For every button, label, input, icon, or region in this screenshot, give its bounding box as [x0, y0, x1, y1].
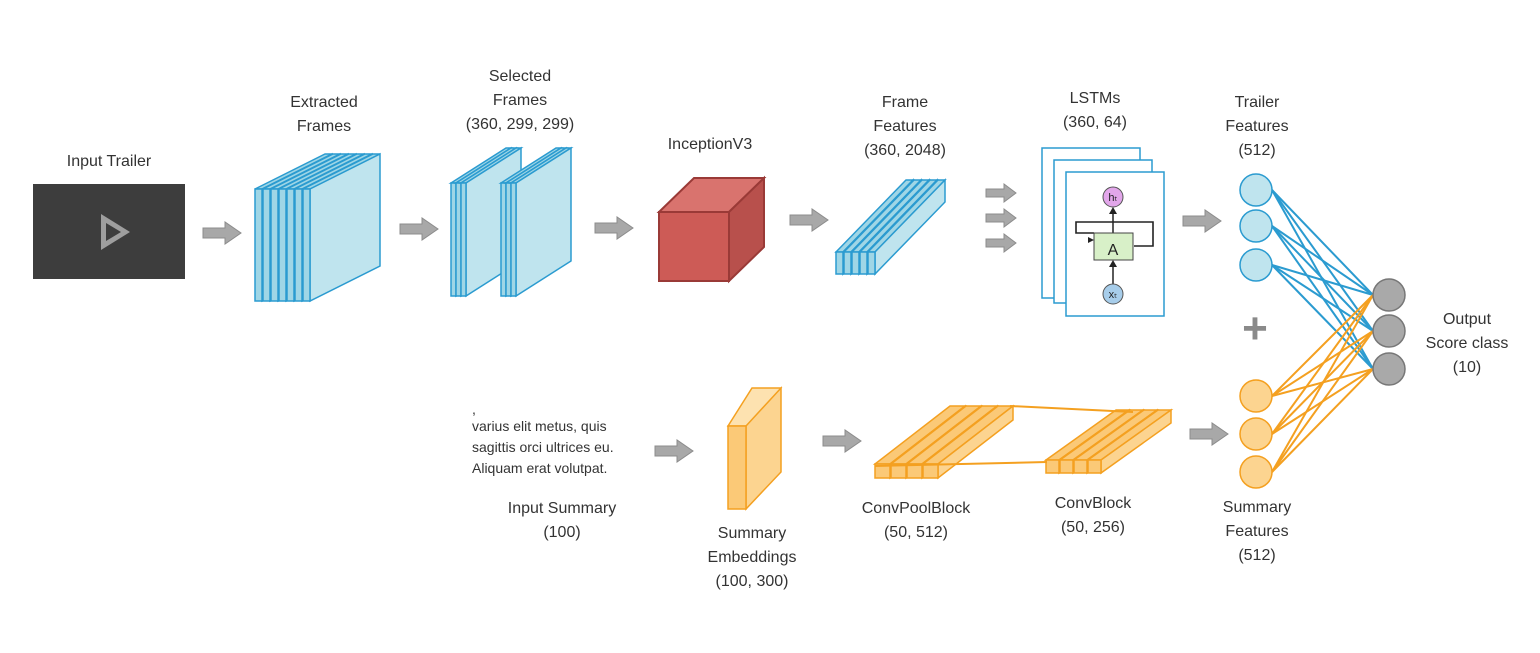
- trailer-feature-nodes: [1239, 173, 1273, 282]
- combine-symbol: +: [1242, 304, 1268, 353]
- frame-slab: [508, 146, 574, 298]
- lstm-output-symbol: hₜ: [1108, 192, 1117, 204]
- extracted-frames-stack: [254, 152, 381, 303]
- flow-arrow: [789, 208, 829, 232]
- lstm-cell: [1093, 232, 1134, 261]
- conv-link-line: [1009, 405, 1134, 413]
- flow-arrow: [1189, 422, 1229, 446]
- convblock-label: ConvBlock (50, 256): [1054, 495, 1132, 536]
- convpool-bar: [920, 404, 1016, 480]
- frame-slab: [302, 152, 381, 303]
- output-label: Output Score class (10): [1425, 311, 1509, 376]
- trailer-connection: [1271, 264, 1374, 370]
- trailer-connection: [1271, 225, 1374, 332]
- summary-connection: [1271, 294, 1374, 397]
- lstm-block: [1041, 147, 1165, 317]
- flow-arrow: [1182, 209, 1222, 233]
- flow-arrow: [985, 233, 1017, 253]
- trailer-connection: [1271, 189, 1374, 296]
- flow-arrow: [654, 439, 694, 463]
- extracted-frames-label: Extracted Frames: [290, 94, 358, 135]
- lstm-cell-label: A: [1108, 242, 1119, 259]
- frame-features-label: Frame Features (360, 2048): [864, 94, 946, 159]
- selected-frames-label: Selected Frames (360, 299, 299): [465, 68, 575, 133]
- lstm-input-node: [1102, 283, 1124, 305]
- flow-arrow: [822, 429, 862, 453]
- inception-cube: [656, 175, 767, 284]
- video-player: [33, 184, 185, 279]
- feature-slab: [866, 178, 947, 276]
- summary-connection: [1271, 368, 1374, 473]
- flow-arrow: [594, 216, 634, 240]
- flow-arrow: [202, 221, 242, 245]
- input-summary-label: Input Summary (100): [507, 500, 617, 541]
- summary-feature-nodes: [1239, 379, 1273, 489]
- inception-label: InceptionV3: [667, 136, 753, 153]
- trailer-connection: [1271, 264, 1374, 296]
- flow-arrow: [985, 183, 1017, 203]
- lstm-output-node: [1102, 186, 1124, 208]
- summary-embeddings-label: Summary Embeddings (100, 300): [707, 525, 797, 590]
- flow-arrow: [985, 208, 1017, 228]
- convpool-label: ConvPoolBlock (50, 512): [861, 500, 971, 541]
- conv-block: [1043, 408, 1174, 475]
- trailer-connection: [1271, 225, 1374, 296]
- input-summary-text: , varius elit metus, quis sagittis orci …: [472, 401, 614, 476]
- selected-frames-stack: [448, 146, 574, 298]
- trailer-connection: [1271, 264, 1374, 332]
- summary-connection: [1271, 294, 1374, 435]
- summary-connection: [1271, 294, 1374, 473]
- summary-embeddings-block: [726, 386, 783, 511]
- dense-connections: [1271, 189, 1374, 473]
- summary-connection: [1271, 330, 1374, 473]
- output-nodes: [1372, 278, 1406, 386]
- frame-features-stack: [834, 178, 947, 276]
- summary-features-label: Summary Features (512): [1222, 499, 1292, 564]
- lstms-label: LSTMs (360, 64): [1062, 90, 1128, 131]
- lstm-input-symbol: xₜ: [1109, 289, 1118, 301]
- conv-link-line: [874, 461, 1048, 467]
- trailer-features-label: Trailer Features (512): [1225, 94, 1289, 159]
- input-trailer-label: Input Trailer: [66, 153, 152, 170]
- flow-arrow: [399, 217, 439, 241]
- conv-bar: [1085, 408, 1174, 475]
- convpool-block: [872, 404, 1016, 480]
